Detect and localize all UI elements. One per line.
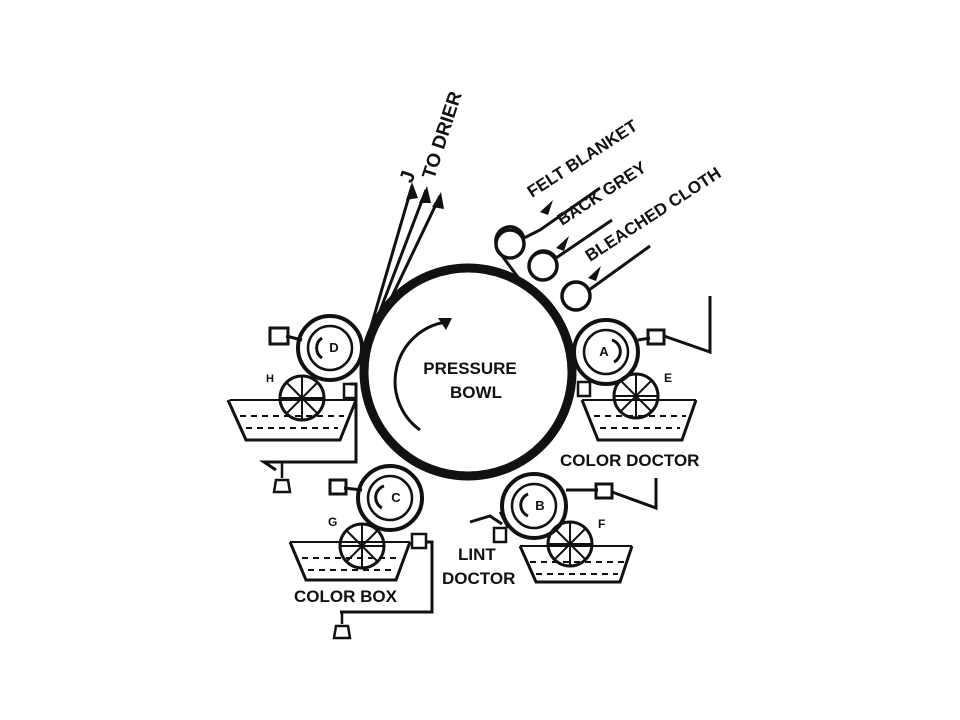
to-drier-hook: J (396, 168, 420, 185)
roller-d-letter: D (329, 340, 338, 355)
lint-doctor-label-line2: DOCTOR (442, 569, 515, 588)
roller-g-letter: G (328, 515, 337, 529)
pressure-bowl-label-line1: PRESSURE (423, 359, 517, 378)
lint-doctor-icon (492, 526, 508, 544)
color-doctor-c-icon (328, 478, 348, 496)
bleached-cloth-path (561, 244, 651, 293)
roller-h-letter: H (266, 373, 274, 385)
to-drier-label: TO DRIER (419, 89, 467, 182)
roller-c-letter: C (391, 490, 401, 505)
pressure-bowl: PRESSURE BOWL (359, 263, 577, 481)
rotation-arrow-icon (438, 318, 452, 330)
roller-unit-a: A E (572, 296, 712, 442)
bleached-cloth-label: BLEACHED CLOTH (582, 164, 725, 266)
roller-unit-b: B F (469, 472, 658, 584)
color-doctor-b-icon (594, 482, 614, 500)
weight-icon-lower (332, 624, 352, 640)
roller-e-letter: E (664, 371, 672, 385)
bleached-cloth-label-group: BLEACHED CLOTH (582, 164, 725, 266)
roller-unit-c: C G (288, 464, 434, 640)
color-box-label: COLOR BOX (294, 587, 398, 606)
roller-a-letter: A (599, 344, 609, 359)
to-drier-label-group: TO DRIER (419, 89, 467, 182)
to-drier-arrowheads (406, 182, 444, 209)
roller-unit-d: D H (226, 314, 364, 494)
lint-doctor-label-line1: LINT (458, 545, 496, 564)
pressure-bowl-label-line2: BOWL (450, 383, 502, 402)
weight-icon (272, 478, 292, 494)
color-doctor-d-icon (268, 326, 290, 346)
incoming-arrowheads (540, 200, 601, 281)
color-doctor-a-icon (646, 328, 666, 346)
color-doctor-label: COLOR DOCTOR (560, 451, 699, 470)
roller-b-letter: B (535, 498, 544, 513)
roller-f-letter: F (598, 517, 605, 531)
back-grey-path (528, 218, 613, 263)
